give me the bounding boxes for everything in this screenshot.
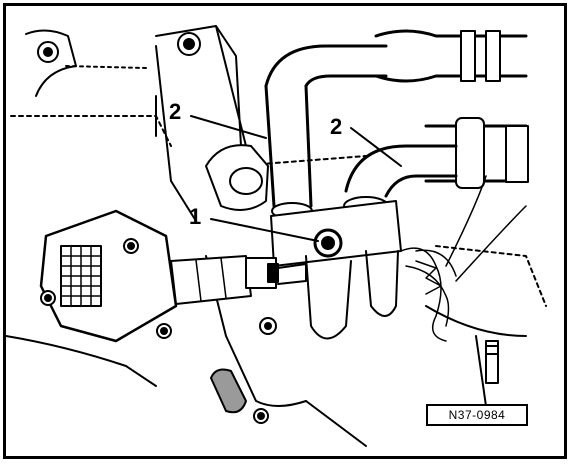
sensor-pin-right: [485, 340, 499, 384]
leader-lines: [190, 115, 402, 242]
mounting-bolt-top-left: [37, 41, 59, 63]
lower-bolt-center: [259, 317, 277, 335]
bracket-lower: [210, 368, 269, 424]
callout-label-1: 1: [189, 204, 202, 229]
mounting-bolt-top-center: [177, 32, 201, 56]
pipe-flange: [205, 144, 402, 340]
figure-reference-code: N37-0984: [426, 404, 528, 426]
callout-label-2-right: 2: [330, 114, 343, 139]
upper-hoses: [374, 29, 529, 189]
coolant-pipe-left: [264, 44, 388, 220]
electrical-connector: [39, 209, 307, 343]
temperature-sender-bolt: [313, 228, 343, 258]
engine-illustration: [6, 25, 547, 447]
callout-label-2-left: 2: [169, 99, 182, 124]
figure-frame: 2 2 1 N37-0984: [3, 3, 567, 459]
wiring-harness: [400, 175, 527, 342]
